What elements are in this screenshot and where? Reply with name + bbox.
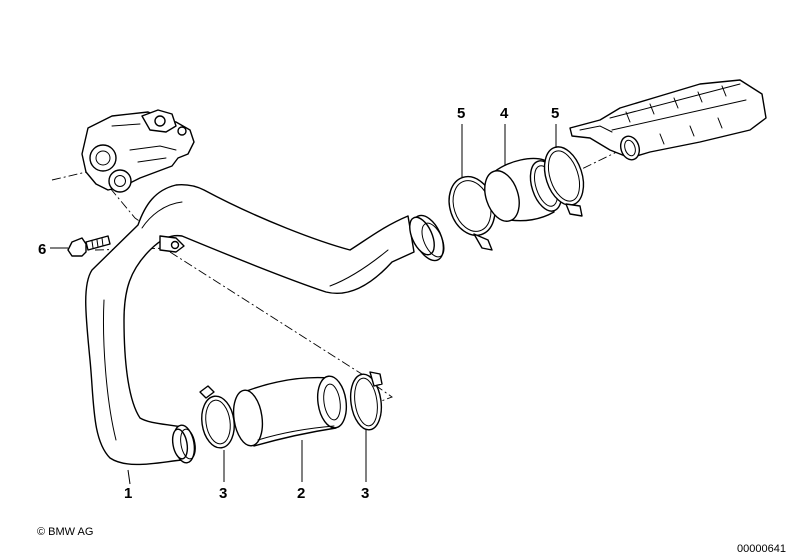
copyright-text: © BMW AG xyxy=(37,526,93,538)
clamp-lower-right xyxy=(349,371,383,431)
bolt xyxy=(67,235,111,257)
clamp-upper-left xyxy=(448,175,496,251)
clamp-lower-left xyxy=(199,385,235,449)
callout-4: 4 xyxy=(500,105,509,122)
callout-1: 1 xyxy=(124,485,132,502)
intake-manifold xyxy=(569,79,767,161)
callout-3-right: 3 xyxy=(361,485,369,502)
leader-lines xyxy=(50,124,557,485)
intercooler-hose xyxy=(232,375,348,447)
drawing-number: 00000641 xyxy=(737,543,786,555)
callout-3-left: 3 xyxy=(219,485,227,502)
clamp-upper-right xyxy=(543,146,585,217)
connecting-sleeve xyxy=(484,157,563,222)
callout-5-right: 5 xyxy=(551,105,559,122)
callout-5-left: 5 xyxy=(457,105,465,122)
charge-air-pipe xyxy=(85,184,445,466)
callout-2: 2 xyxy=(297,485,305,502)
turbocharger xyxy=(81,109,195,193)
callout-6: 6 xyxy=(38,241,46,258)
